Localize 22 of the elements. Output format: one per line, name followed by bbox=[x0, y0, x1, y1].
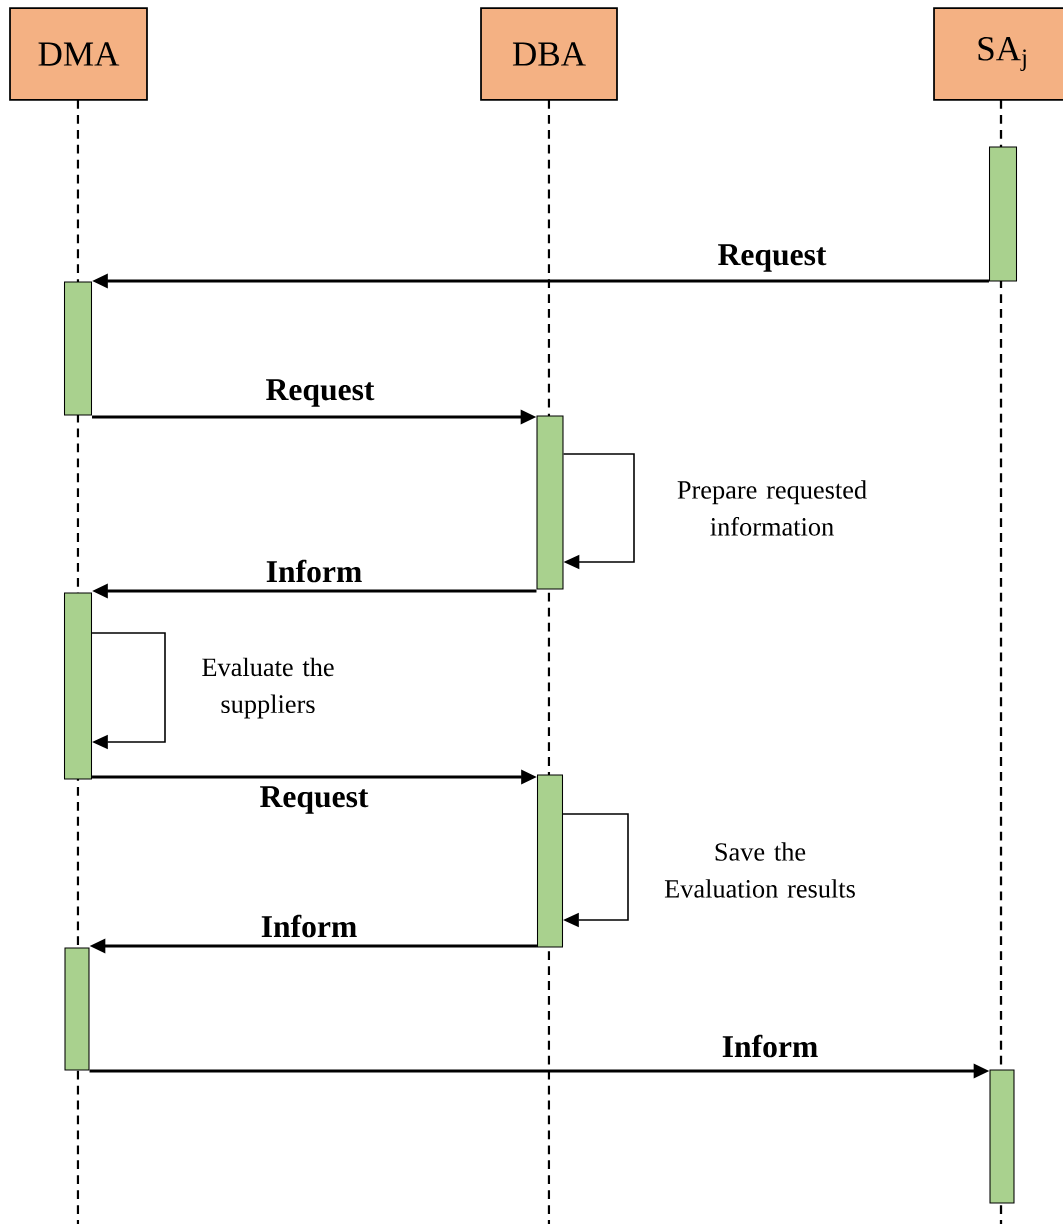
activation-bar bbox=[989, 146, 1018, 282]
note-text: Prepare requested information bbox=[677, 480, 867, 536]
participant-box: SA$_{j}$ bbox=[933, 7, 1063, 101]
activation-bar bbox=[536, 774, 564, 948]
activation-bar bbox=[64, 947, 90, 1071]
note-text: Save the Evaluation results bbox=[664, 842, 855, 898]
message-label: Request bbox=[260, 786, 369, 814]
message-label: Inform bbox=[722, 1034, 818, 1058]
participant-box: DMA bbox=[9, 7, 148, 101]
activation-bar bbox=[64, 592, 93, 780]
self-message-arrow bbox=[91, 632, 166, 750]
self-message-arrow bbox=[562, 813, 629, 928]
activation-bar bbox=[536, 415, 564, 590]
message-label: Inform bbox=[266, 559, 362, 583]
note-text: Evaluate the suppliers bbox=[202, 657, 334, 719]
participant-box: DBA bbox=[480, 7, 618, 101]
self-message-arrow bbox=[562, 453, 635, 570]
message-label: Inform bbox=[261, 914, 357, 938]
message-label: Request bbox=[718, 244, 827, 272]
activation-bar bbox=[64, 281, 93, 416]
message-label: Request bbox=[266, 379, 375, 407]
activation-bar bbox=[989, 1069, 1015, 1204]
